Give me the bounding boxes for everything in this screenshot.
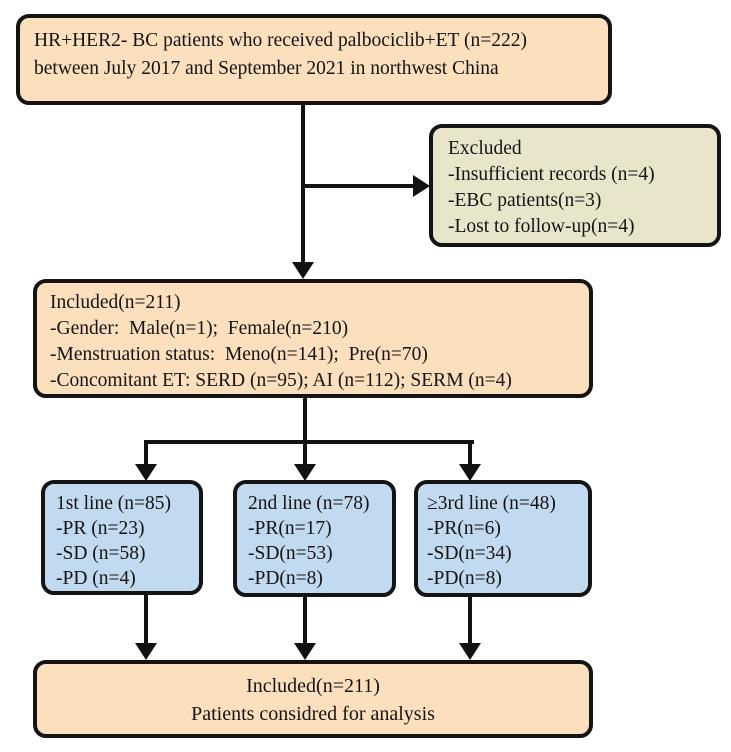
box-2nd-line: 2nd line (n=78) -PR(n=17) -SD(n=53) -PD(… xyxy=(233,480,396,597)
excluded-item-lost-to-follow-up: -Lost to follow-up(n=4) xyxy=(448,216,635,237)
included-menstruation-status: -Menstruation status: Meno(n=141); Pre(n… xyxy=(50,344,428,365)
included-gender: -Gender: Male(n=1); Female(n=210) xyxy=(50,318,349,339)
box-3rd-line: ≥3rd line (n=48) -PR(n=6) -SD(n=34) -PD(… xyxy=(414,480,592,597)
line3-title: ≥3rd line (n=48) xyxy=(427,493,556,514)
box-excluded: Excluded -Insufficient records (n=4) -EB… xyxy=(429,124,721,247)
line1-pr: -PR (n=23) xyxy=(56,518,145,539)
box-included: Included(n=211) -Gender: Male(n=1); Fema… xyxy=(33,279,593,398)
line2-title: 2nd line (n=78) xyxy=(248,493,370,514)
connector-split-to-3rd-line xyxy=(468,440,472,466)
excluded-item-ebc-patients: -EBC patients(n=3) xyxy=(448,190,602,211)
cohort-line-2: between July 2017 and September 2021 in … xyxy=(34,58,499,79)
excluded-item-insufficient-records: -Insufficient records (n=4) xyxy=(448,164,655,185)
connector-1st-line-to-final xyxy=(144,595,148,644)
line1-sd: -SD (n=58) xyxy=(56,543,146,564)
line3-pd: -PD(n=8) xyxy=(427,568,502,589)
final-subtitle: Patients considred for analysis xyxy=(191,703,435,725)
line2-pd: -PD(n=8) xyxy=(248,568,323,589)
connector-split-to-1st-line xyxy=(144,440,148,466)
arrowhead-down-final-right xyxy=(459,643,481,660)
final-title: Included(n=211) xyxy=(246,675,380,697)
split-bar xyxy=(144,440,474,444)
line2-pr: -PR(n=17) xyxy=(248,518,332,539)
excluded-title: Excluded xyxy=(448,138,522,159)
arrowhead-down-included xyxy=(292,262,314,279)
arrowhead-down-final-left xyxy=(135,643,157,660)
line3-pr: -PR(n=6) xyxy=(427,518,501,539)
line1-title: 1st line (n=85) xyxy=(56,493,171,514)
connector-to-excluded xyxy=(303,184,415,188)
connector-split-to-2nd-line xyxy=(303,440,307,466)
cohort-line-1: HR+HER2- BC patients who received palboc… xyxy=(34,30,527,51)
connector-2nd-line-to-final xyxy=(303,597,307,644)
arrowhead-down-final-center xyxy=(294,643,316,660)
box-cohort: HR+HER2- BC patients who received palboc… xyxy=(16,14,612,105)
arrowhead-down-3rd-line xyxy=(459,464,481,481)
line2-sd: -SD(n=53) xyxy=(248,543,333,564)
box-1st-line: 1st line (n=85) -PR (n=23) -SD (n=58) -P… xyxy=(41,480,203,595)
line1-pd: -PD (n=4) xyxy=(56,568,136,589)
box-final-analysis: Included(n=211) Patients considred for a… xyxy=(33,660,593,738)
included-title: Included(n=211) xyxy=(50,292,181,313)
arrowhead-down-2nd-line xyxy=(294,464,316,481)
line3-sd: -SD(n=34) xyxy=(427,543,512,564)
arrowhead-down-1st-line xyxy=(135,464,157,481)
included-concomitant-et: -Concomitant ET: SERD (n=95); AI (n=112)… xyxy=(50,370,512,391)
connector-included-to-split xyxy=(303,398,307,444)
connector-3rd-line-to-final xyxy=(468,597,472,644)
arrowhead-right-excluded xyxy=(413,175,430,197)
